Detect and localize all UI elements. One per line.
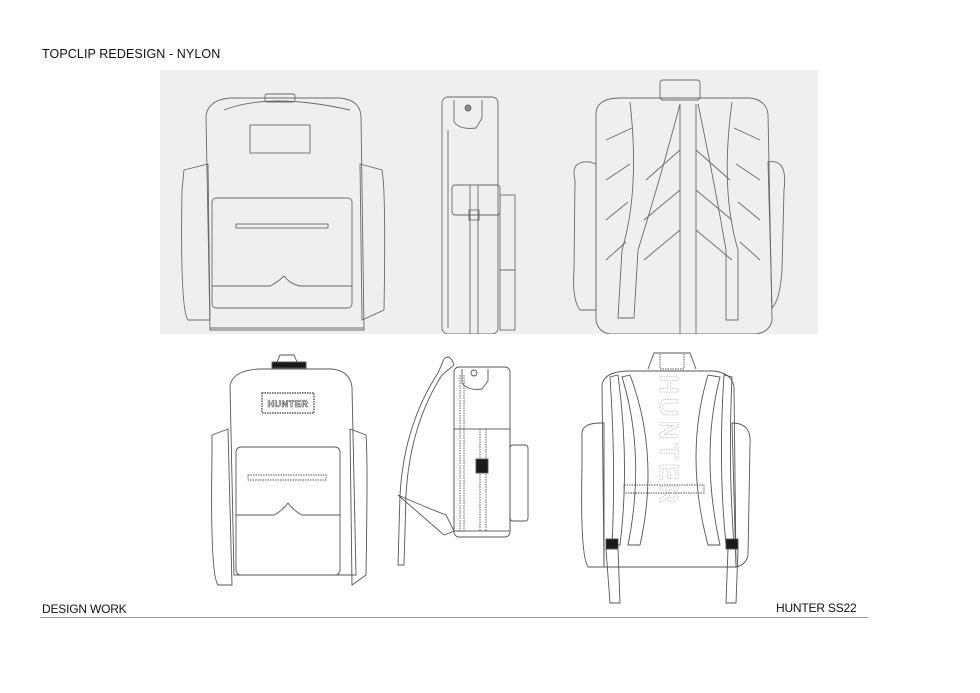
page-title: TOPCLIP REDESIGN - NYLON xyxy=(42,47,221,61)
footer-label-right: HUNTER SS22 xyxy=(776,601,857,615)
sketch-back-view xyxy=(573,79,786,334)
hunter-logo-front: HUNTER xyxy=(267,399,308,409)
sketch-panel xyxy=(160,70,818,334)
sketch-front-view xyxy=(181,93,386,331)
footer-label-left: DESIGN WORK xyxy=(42,602,127,616)
tech-back-view: HUNTER xyxy=(581,352,751,604)
tech-front-view: HUNTER xyxy=(211,354,368,586)
technical-drawings: HUNTER HUNTER xyxy=(200,345,760,610)
footer-divider xyxy=(40,617,868,618)
tech-side-view xyxy=(397,356,529,566)
hunter-logo-back: HUNTER xyxy=(654,375,684,507)
sketch-side-view xyxy=(441,96,516,334)
